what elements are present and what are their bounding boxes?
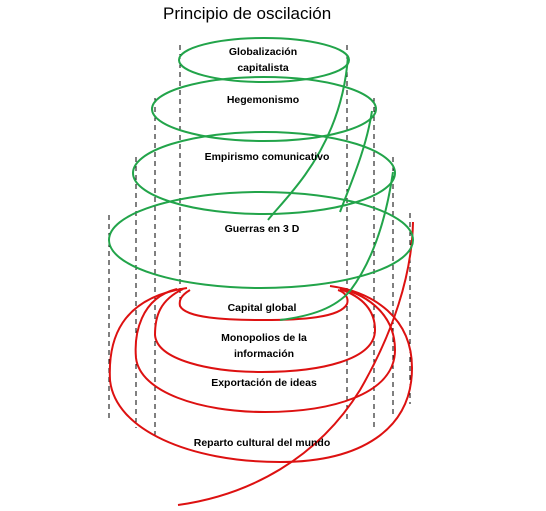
lower-rings: [108, 221, 414, 506]
guide-lines: [108, 45, 411, 440]
green-spiral-tail: [279, 171, 394, 321]
lower-ring-2: [153, 288, 377, 374]
level-label-globalizacion-2: capitalista: [237, 62, 289, 74]
level-label-empirismo: Empirismo comunicativo: [205, 151, 330, 163]
level-label-capital: Capital global: [228, 302, 297, 314]
labels: Globalización capitalista Hegemonismo Em…: [194, 46, 331, 449]
upper-ring-2: [151, 76, 377, 142]
level-label-reparto: Reparto cultural del mundo: [194, 437, 331, 449]
level-label-monopolios-2: información: [234, 348, 294, 360]
lower-ring-3: [134, 287, 397, 414]
lower-ring-1: [178, 289, 349, 322]
upper-ring-4: [108, 191, 414, 289]
level-label-monopolios-1: Monopolios de la: [221, 332, 307, 344]
green-spiral-tail: [339, 110, 373, 213]
level-label-guerras: Guerras en 3 D: [225, 223, 300, 235]
level-label-hegemonismo: Hegemonismo: [227, 94, 299, 106]
lower-ring-4: [108, 285, 414, 464]
level-label-globalizacion-1: Globalización: [229, 46, 297, 58]
upper-rings: [108, 37, 414, 321]
diagram-title: Principio de oscilación: [163, 4, 331, 23]
upper-ring-1: [178, 37, 350, 83]
level-label-exportacion: Exportación de ideas: [211, 377, 317, 389]
upper-ring-3: [132, 131, 396, 215]
green-spiral-tail: [267, 55, 349, 221]
red-spiral-tail: [177, 221, 414, 506]
